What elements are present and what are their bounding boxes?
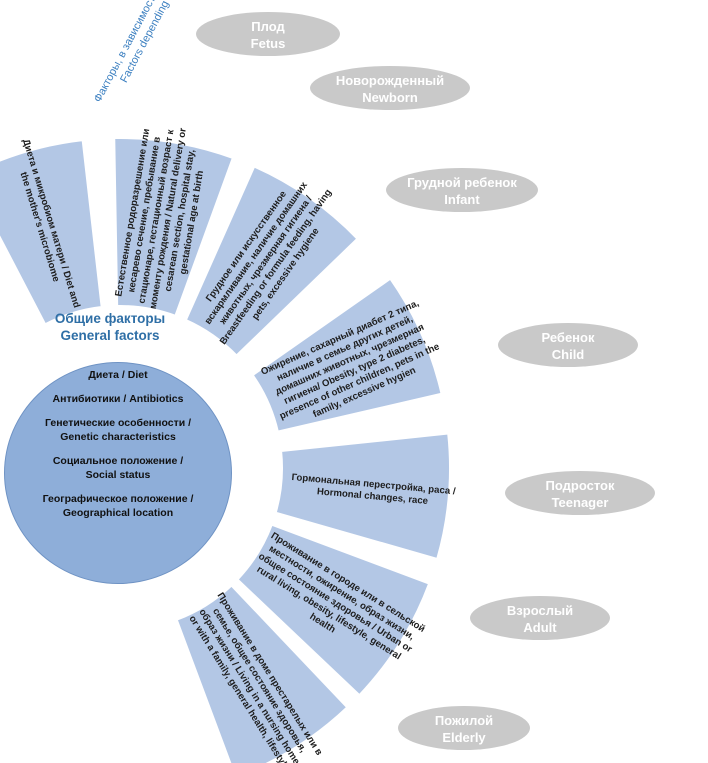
stage-ellipse-child <box>498 323 638 367</box>
stage-label-ru: Новорожденный <box>336 73 444 88</box>
stage-label-en: Elderly <box>442 730 486 745</box>
general-factor-label: Антибиотики / Antibiotics <box>52 393 184 405</box>
petal-elderly <box>175 584 349 763</box>
petal-child <box>251 277 443 433</box>
stage-label-en: Teenager <box>552 495 609 510</box>
stage-ellipse-newborn <box>310 66 470 110</box>
general-factor-antibiotics: Антибиотики / Antibiotics <box>18 392 218 406</box>
general-factors-title-ru: Общие факторы <box>54 311 166 326</box>
petal-fetus <box>0 139 103 326</box>
stage-label-ru: Взрослый <box>507 603 573 618</box>
petal-teenager <box>274 432 451 561</box>
general-factor-social: Социальное положение / Social status <box>18 454 218 482</box>
stage-ellipse-fetus <box>196 12 340 56</box>
stage-ellipse-teenager <box>505 471 655 515</box>
stage-label-en: Infant <box>444 192 480 207</box>
general-factor-label-en: Geographical location <box>62 507 174 519</box>
stage-ellipse-elderly <box>398 706 530 750</box>
general-factors-circle <box>4 362 232 584</box>
petal-infant <box>184 165 359 357</box>
stage-label-en: Newborn <box>362 90 418 105</box>
general-factor-genetics: Генетические особенности / Genetic chara… <box>18 416 218 444</box>
general-factor-label: Социальное положение / <box>52 455 184 467</box>
stage-ellipse-infant <box>386 168 538 212</box>
general-factor-diet: Диета / Diet <box>18 368 218 382</box>
stage-label-en: Child <box>552 347 585 362</box>
general-factor-geography: Географическое положение / Geographical … <box>18 492 218 520</box>
stage-label-en: Fetus <box>251 36 286 51</box>
general-factor-label: Диета / Diet <box>88 369 148 381</box>
stage-ellipse-adult <box>470 596 610 640</box>
petal-newborn <box>113 137 235 318</box>
stage-label-ru: Плод <box>251 19 285 34</box>
stage-label-ru: Пожилой <box>435 713 493 728</box>
petal-adult <box>236 523 431 697</box>
general-factor-label: Генетические особенности / <box>44 417 192 429</box>
stage-label-ru: Подросток <box>546 478 615 493</box>
general-factor-label-en: Genetic characteristics <box>60 431 176 443</box>
general-factor-label-en: Social status <box>85 469 151 481</box>
general-factors-title: Общие факторы General factors <box>40 310 180 344</box>
general-factors-list: Диета / Diet Антибиотики / Antibiotics Г… <box>4 368 232 530</box>
stage-label-ru: Ребенок <box>542 330 595 345</box>
general-factors-title-en: General factors <box>60 328 160 343</box>
stage-label-ru: Грудной ребенок <box>407 175 517 190</box>
general-factor-label: Географическое положение / <box>42 493 194 505</box>
stage-label-en: Adult <box>523 620 557 635</box>
